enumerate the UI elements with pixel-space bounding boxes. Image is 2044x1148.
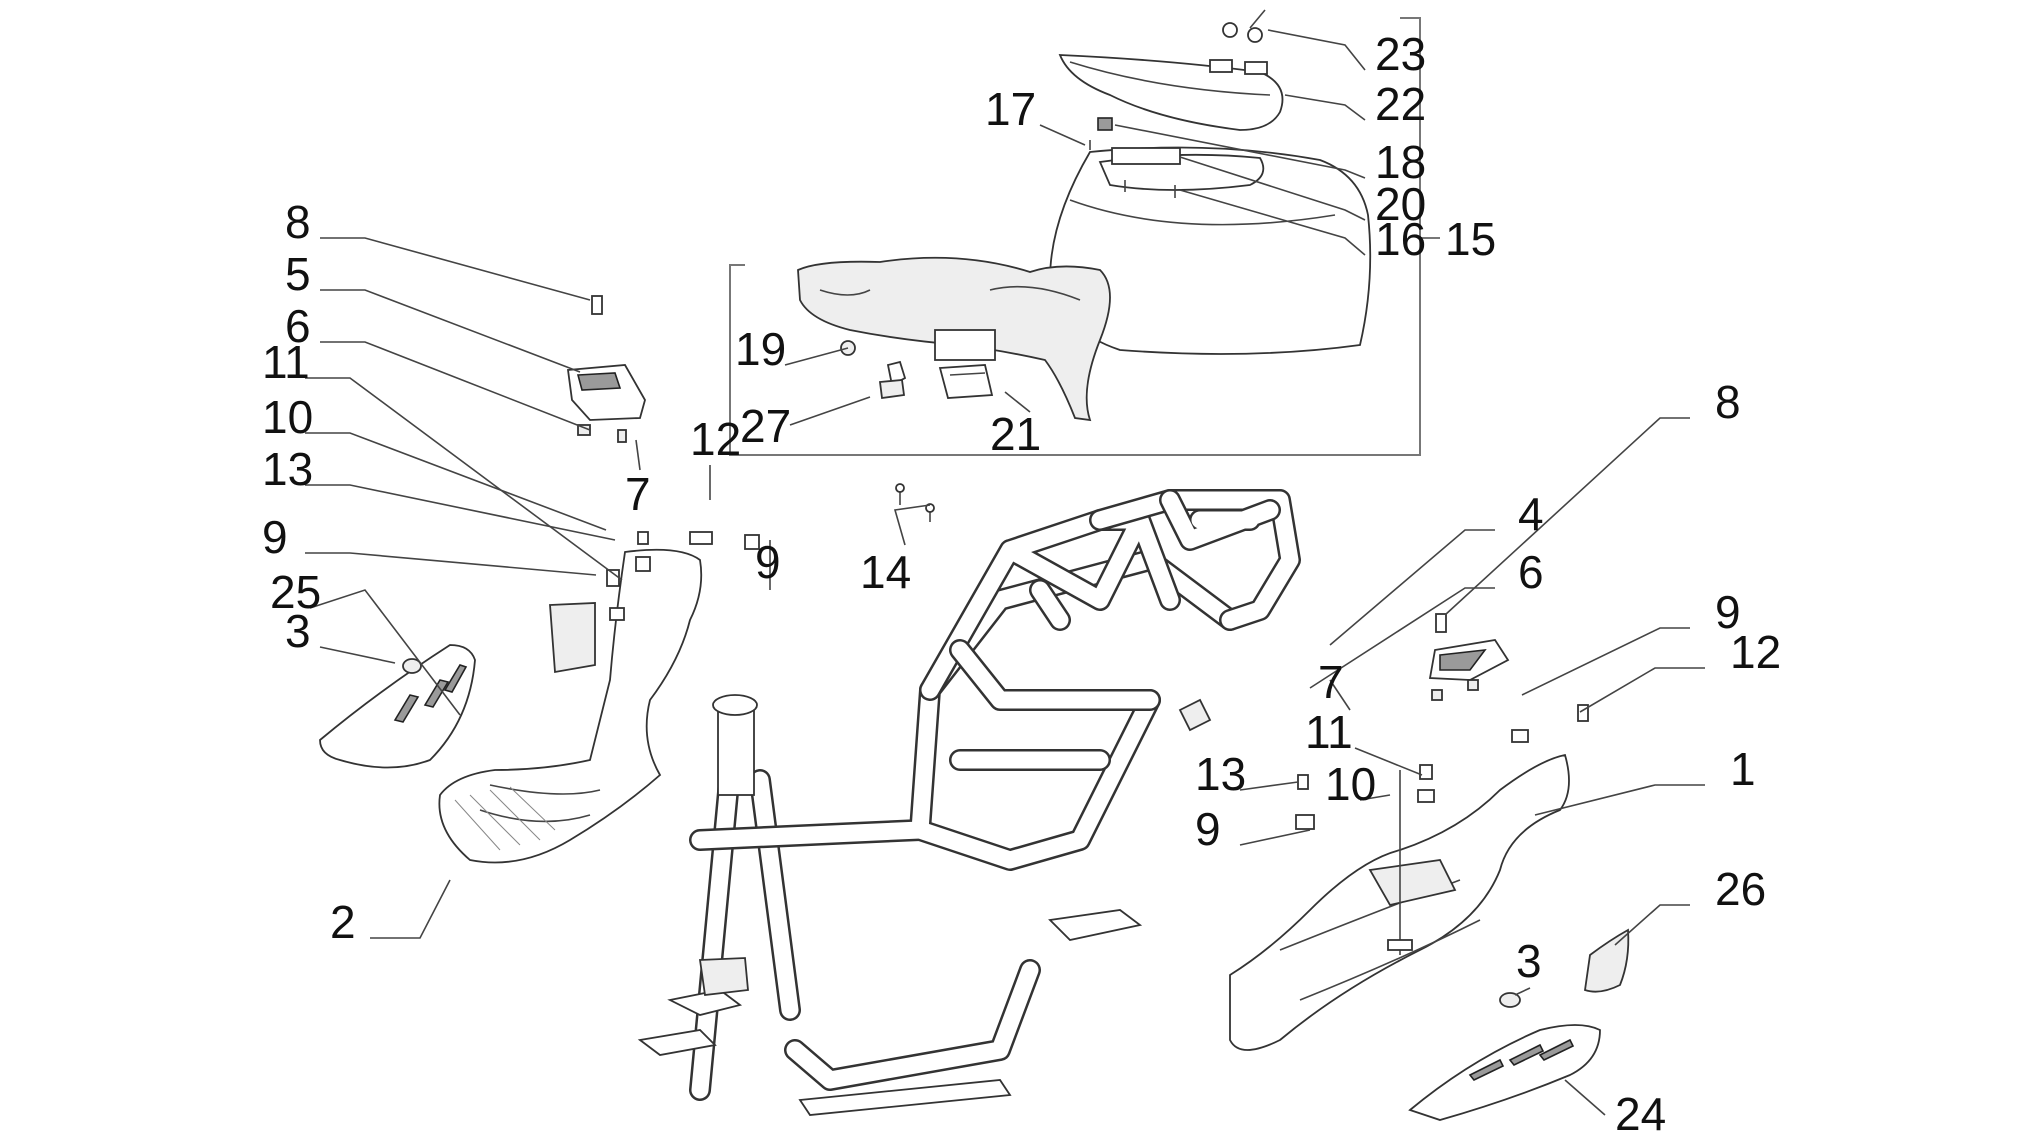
callout-label: 10	[1325, 758, 1376, 810]
leader-line	[370, 879, 451, 939]
leader-line	[305, 432, 607, 531]
part-left-cover-25	[319, 644, 476, 769]
callout-label: 18	[1375, 136, 1426, 188]
part-seat-pan	[797, 256, 1111, 422]
callout-label: 8	[285, 196, 311, 248]
leader-line	[1359, 794, 1391, 801]
callout-label: 25	[270, 566, 321, 618]
leader-line	[319, 646, 396, 664]
callout-label: 3	[285, 605, 311, 657]
part-left-small-hardware	[402, 295, 760, 674]
callout-label: 15	[1445, 213, 1496, 265]
part-left-side-panel	[438, 548, 703, 864]
part-left-footrest-5	[566, 364, 646, 421]
callout-label: 13	[262, 443, 313, 495]
part-right-cover-24	[1408, 1024, 1601, 1121]
leader-line	[1284, 94, 1366, 121]
callout-label: 20	[1375, 178, 1426, 230]
callout-label: 12	[690, 413, 741, 465]
callout-label: 1	[1730, 743, 1756, 795]
leader-line	[1267, 29, 1366, 71]
callout-label: 19	[735, 323, 786, 375]
callout-labels: 1 2 3 3 4 5 6 6 7 7 8 8 9 9 9 9 10 10 11…	[262, 28, 1781, 1140]
leader-line	[1329, 529, 1495, 646]
callout-label: 23	[1375, 28, 1426, 80]
callout-label: 6	[285, 300, 311, 352]
callout-label: 17	[985, 83, 1036, 135]
part-screws-14	[895, 483, 935, 522]
part-scooter-frame	[637, 489, 1301, 1116]
callout-label: 22	[1375, 78, 1426, 130]
callout-label: 9	[262, 511, 288, 563]
leader-line	[635, 439, 641, 471]
callout-label: 14	[860, 546, 911, 598]
leader-line	[1614, 904, 1690, 946]
leader-line	[1564, 1079, 1606, 1116]
leader-line	[1114, 124, 1366, 179]
leader-line	[1239, 781, 1299, 791]
part-lock-21	[938, 364, 994, 399]
callout-label: 6	[1518, 546, 1544, 598]
leader-line	[1039, 124, 1086, 146]
leader-line	[1309, 587, 1495, 689]
callout-label: 26	[1715, 863, 1766, 915]
callout-label: 11	[262, 336, 310, 388]
part-bracket-18	[1097, 117, 1113, 131]
callout-label: 24	[1615, 1088, 1666, 1140]
callout-label: 7	[625, 468, 651, 520]
callout-label: 12	[1730, 626, 1781, 678]
leader-line	[1179, 156, 1366, 221]
callout-label: 7	[1318, 656, 1344, 708]
leader-line	[320, 237, 591, 301]
leader-line	[309, 589, 461, 716]
leader-line	[1004, 391, 1031, 413]
leader-line	[320, 289, 581, 373]
callout-label: 4	[1518, 488, 1544, 540]
callout-label: 27	[740, 400, 791, 452]
leader-line	[1354, 747, 1423, 776]
leader-line	[1444, 417, 1690, 616]
leader-line	[305, 552, 597, 576]
leader-line	[1179, 189, 1366, 256]
part-plate-20	[1111, 147, 1181, 165]
leader-line	[1534, 784, 1705, 816]
callout-label: 11	[1305, 706, 1353, 758]
leader-line	[1579, 667, 1705, 713]
leader-line	[784, 347, 849, 366]
callout-label: 5	[285, 248, 311, 300]
callout-label: 10	[262, 391, 313, 443]
leader-lines	[305, 29, 1705, 1116]
leader-line	[1521, 627, 1690, 696]
callout-label: 13	[1195, 748, 1246, 800]
callout-label: 21	[990, 408, 1041, 460]
part-right-side-panel	[1229, 753, 1570, 1051]
part-right-small-hardware	[1295, 613, 1589, 1008]
leader-line	[320, 341, 591, 431]
leader-line	[893, 504, 931, 546]
leader-line	[789, 396, 871, 426]
part-right-cover-26	[1584, 928, 1630, 993]
leader-line	[1329, 679, 1351, 711]
seat-assembly-group-bracket	[729, 17, 1440, 456]
callout-label: 9	[1715, 586, 1741, 638]
callout-label: 9	[755, 536, 781, 588]
part-seat-handle-23	[1058, 9, 1284, 131]
callout-label: 16	[1375, 213, 1426, 265]
part-screws-16-17	[1089, 140, 1176, 198]
callout-label: 3	[1516, 935, 1542, 987]
leader-line	[305, 484, 616, 541]
leader-line	[1514, 987, 1531, 996]
part-latch-27	[878, 360, 907, 400]
leader-line	[1239, 829, 1311, 846]
part-right-footrest-4	[1428, 639, 1510, 681]
callout-label: 9	[1195, 803, 1221, 855]
callout-label: 8	[1715, 376, 1741, 428]
callout-label: 2	[330, 896, 356, 948]
leader-line	[305, 377, 623, 581]
